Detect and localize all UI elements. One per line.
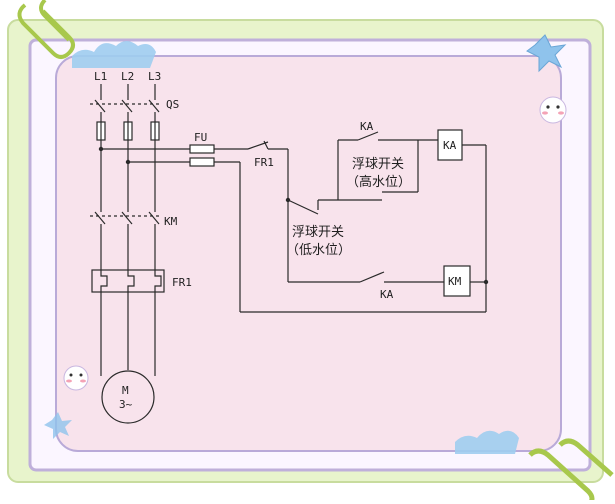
float-high-label: 浮球开关 — [352, 157, 404, 172]
control-circuit — [101, 129, 487, 313]
float-high-sublabel: （高水位） — [346, 174, 411, 190]
motor-sub-label: 3~ — [119, 398, 133, 411]
float-low-label: 浮球开关 — [292, 225, 344, 240]
overload-contact-label: FR1 — [254, 156, 274, 169]
phase-label-l1: L1 — [94, 70, 107, 83]
phase-label-l2: L2 — [121, 70, 134, 83]
relay-contact-bottom-label: KA — [380, 288, 394, 301]
overload-relay-label: FR1 — [172, 276, 192, 289]
main-circuit — [90, 84, 165, 424]
junction-dot — [483, 279, 489, 285]
contactor-coil-label: KM — [448, 275, 462, 288]
motor-label: M — [122, 384, 129, 397]
fuse-label: FU — [194, 131, 207, 144]
relay-contact-top-label: KA — [360, 120, 374, 133]
contactor-label: KM — [164, 215, 178, 228]
isolator-label: QS — [166, 98, 179, 111]
relay-coil-label: KA — [443, 139, 457, 152]
float-low-sublabel: （低水位） — [286, 243, 351, 258]
phase-label-l3: L3 — [148, 70, 161, 83]
junction-dot — [285, 197, 291, 203]
